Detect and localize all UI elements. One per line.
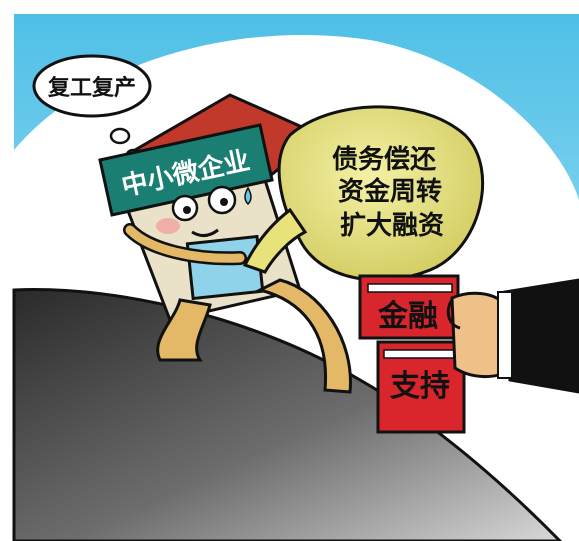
house-left-leg [156, 298, 212, 362]
thought-bubble-text: 复工复产 [47, 75, 136, 101]
supporting-hand [446, 278, 579, 394]
book-bottom-text: 支持 [390, 369, 450, 404]
hand-thumb [446, 299, 461, 330]
hill-slope [12, 288, 563, 541]
face-right-pupil [220, 198, 228, 206]
sweat-drop-icon [244, 186, 252, 206]
house-arm-fill [125, 225, 245, 263]
suit-sleeve [503, 278, 579, 394]
face-left-pupil [183, 206, 191, 214]
book-stack: 金融 支持 [358, 274, 466, 434]
sack-line-1: 债务偿还 [332, 145, 437, 175]
face-mouth [191, 228, 219, 237]
face-cheek [156, 218, 180, 234]
sack-line-3: 扩大融资 [340, 211, 444, 241]
money-sack: 债务偿还 资金周转 扩大融资 [242, 105, 485, 282]
house-right-leg [255, 278, 352, 394]
house-character: 中小微企业 [98, 93, 352, 394]
book-top-text: 金融 [377, 299, 438, 334]
book-bottom-pages [383, 349, 459, 359]
sack-line-2: 资金周转 [338, 176, 442, 207]
sack-neck [242, 207, 308, 274]
shirt-cuff [497, 291, 513, 379]
book-top-pages [367, 283, 453, 293]
